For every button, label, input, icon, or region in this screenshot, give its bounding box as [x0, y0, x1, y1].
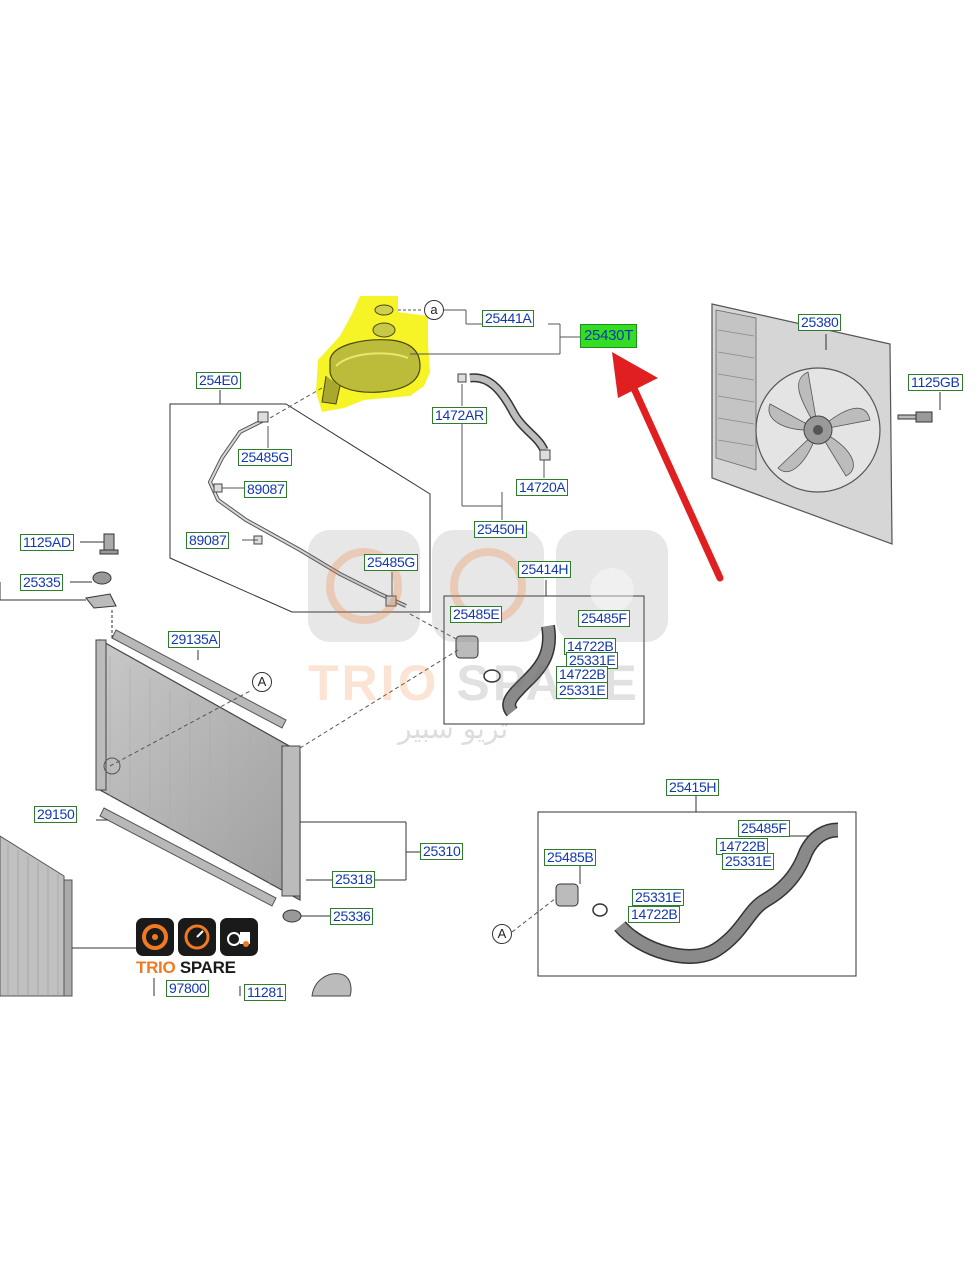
brand-logo-first: TRIO: [136, 958, 176, 977]
part-label-25331E-lower-2[interactable]: 25331E: [632, 889, 685, 906]
bolt-1125GB: [897, 411, 933, 423]
part-label-25331E-middle-2[interactable]: 25331E: [556, 682, 609, 699]
radiator-core: [95, 629, 301, 907]
part-label-25485B[interactable]: 25485B: [544, 849, 597, 866]
gauge-icon: [178, 918, 216, 956]
watermark-brand-first: TRIO: [308, 655, 440, 711]
dashed-leader-3: [109, 689, 253, 767]
lower-radiator-hose: [555, 822, 839, 964]
part-label-25380[interactable]: 25380: [798, 314, 842, 331]
part-label-14722B-lower-1[interactable]: 14722B: [716, 838, 769, 855]
condenser: [0, 835, 73, 997]
part-label-25331E-middle-1[interactable]: 25331E: [566, 652, 619, 669]
box-25415H: [537, 811, 857, 977]
part-label-25415H[interactable]: 25415H: [666, 779, 720, 796]
part-label-14722B-lower-2[interactable]: 14722B: [628, 906, 681, 923]
part-label-25441A[interactable]: 25441A: [482, 310, 535, 327]
grommet-25336: [282, 909, 302, 923]
part-label-89087-upper[interactable]: 89087: [244, 481, 288, 498]
part-label-1472AR[interactable]: 1472AR: [432, 407, 487, 424]
part-label-14720A[interactable]: 14720A: [516, 479, 569, 496]
part-label-1125AD[interactable]: 1125AD: [20, 534, 74, 551]
dashed-leader-1: [269, 387, 323, 419]
part-label-25485E[interactable]: 25485E: [450, 606, 503, 623]
brand-logo: TRIO SPARE: [136, 918, 260, 978]
part-label-29135A[interactable]: 29135A: [168, 631, 221, 648]
dashed-leader-5: [511, 897, 557, 933]
bleed-tube: [207, 411, 407, 608]
part-label-1125GB[interactable]: 1125GB: [908, 374, 963, 391]
tire-icon: [136, 918, 174, 956]
part-label-89087-lower[interactable]: 89087: [186, 532, 230, 549]
red-arrow: [612, 352, 724, 582]
mount-25335: [85, 571, 117, 609]
part-label-25430T[interactable]: 25430T: [580, 324, 638, 348]
part-label-97800[interactable]: 97800: [166, 980, 210, 997]
brand-logo-icons: [136, 918, 260, 956]
bracket-254E0-outline: [169, 403, 431, 613]
callout-A-lower-hose: A: [492, 924, 512, 944]
radiator-leader-lines: [300, 821, 420, 917]
hose-leader-lines: [461, 384, 545, 520]
part-label-25335[interactable]: 25335: [20, 574, 64, 591]
brand-logo-text: TRIO SPARE: [136, 958, 260, 978]
part-label-25485F-middle[interactable]: 25485F: [578, 610, 630, 627]
dashed-leader-2: [409, 613, 459, 641]
dashed-leader-4: [299, 649, 459, 749]
part-label-25331E-lower-1[interactable]: 25331E: [722, 853, 775, 870]
part-label-25450H[interactable]: 25450H: [474, 521, 528, 538]
part-label-14722B-middle-2[interactable]: 14722B: [556, 666, 609, 683]
reservoir-leader-lines: [410, 309, 580, 355]
bracket-leader-lines: [222, 426, 393, 596]
brand-logo-second: SPARE: [179, 958, 236, 977]
part-label-25414H[interactable]: 25414H: [518, 561, 572, 578]
part-label-25485G-upper[interactable]: 25485G: [238, 449, 293, 466]
callout-a: a: [424, 300, 444, 320]
lower-hose-middle: [455, 624, 556, 717]
upper-overflow-hose: [457, 373, 551, 461]
part-label-25485G-lower[interactable]: 25485G: [364, 554, 419, 571]
part-label-25336[interactable]: 25336: [330, 908, 374, 925]
watermark-arabic: تريو سبير: [398, 712, 509, 745]
left-leader-lines: [0, 541, 113, 640]
box-25414H: [443, 595, 645, 725]
bottom-partial-parts: [239, 973, 352, 997]
coolant-reservoir-tank: [321, 304, 422, 405]
part-label-25318[interactable]: 25318: [332, 871, 376, 888]
part-label-254E0[interactable]: 254E0: [196, 372, 241, 389]
part-label-29150[interactable]: 29150: [34, 806, 78, 823]
callout-A-radiator: A: [252, 672, 272, 692]
part-label-25310[interactable]: 25310: [420, 843, 464, 860]
part-label-11281[interactable]: 11281: [244, 984, 287, 1001]
engine-icon: [220, 918, 258, 956]
part-label-25485F-lower[interactable]: 25485F: [738, 820, 790, 837]
fan-shroud-assembly: [711, 303, 941, 545]
